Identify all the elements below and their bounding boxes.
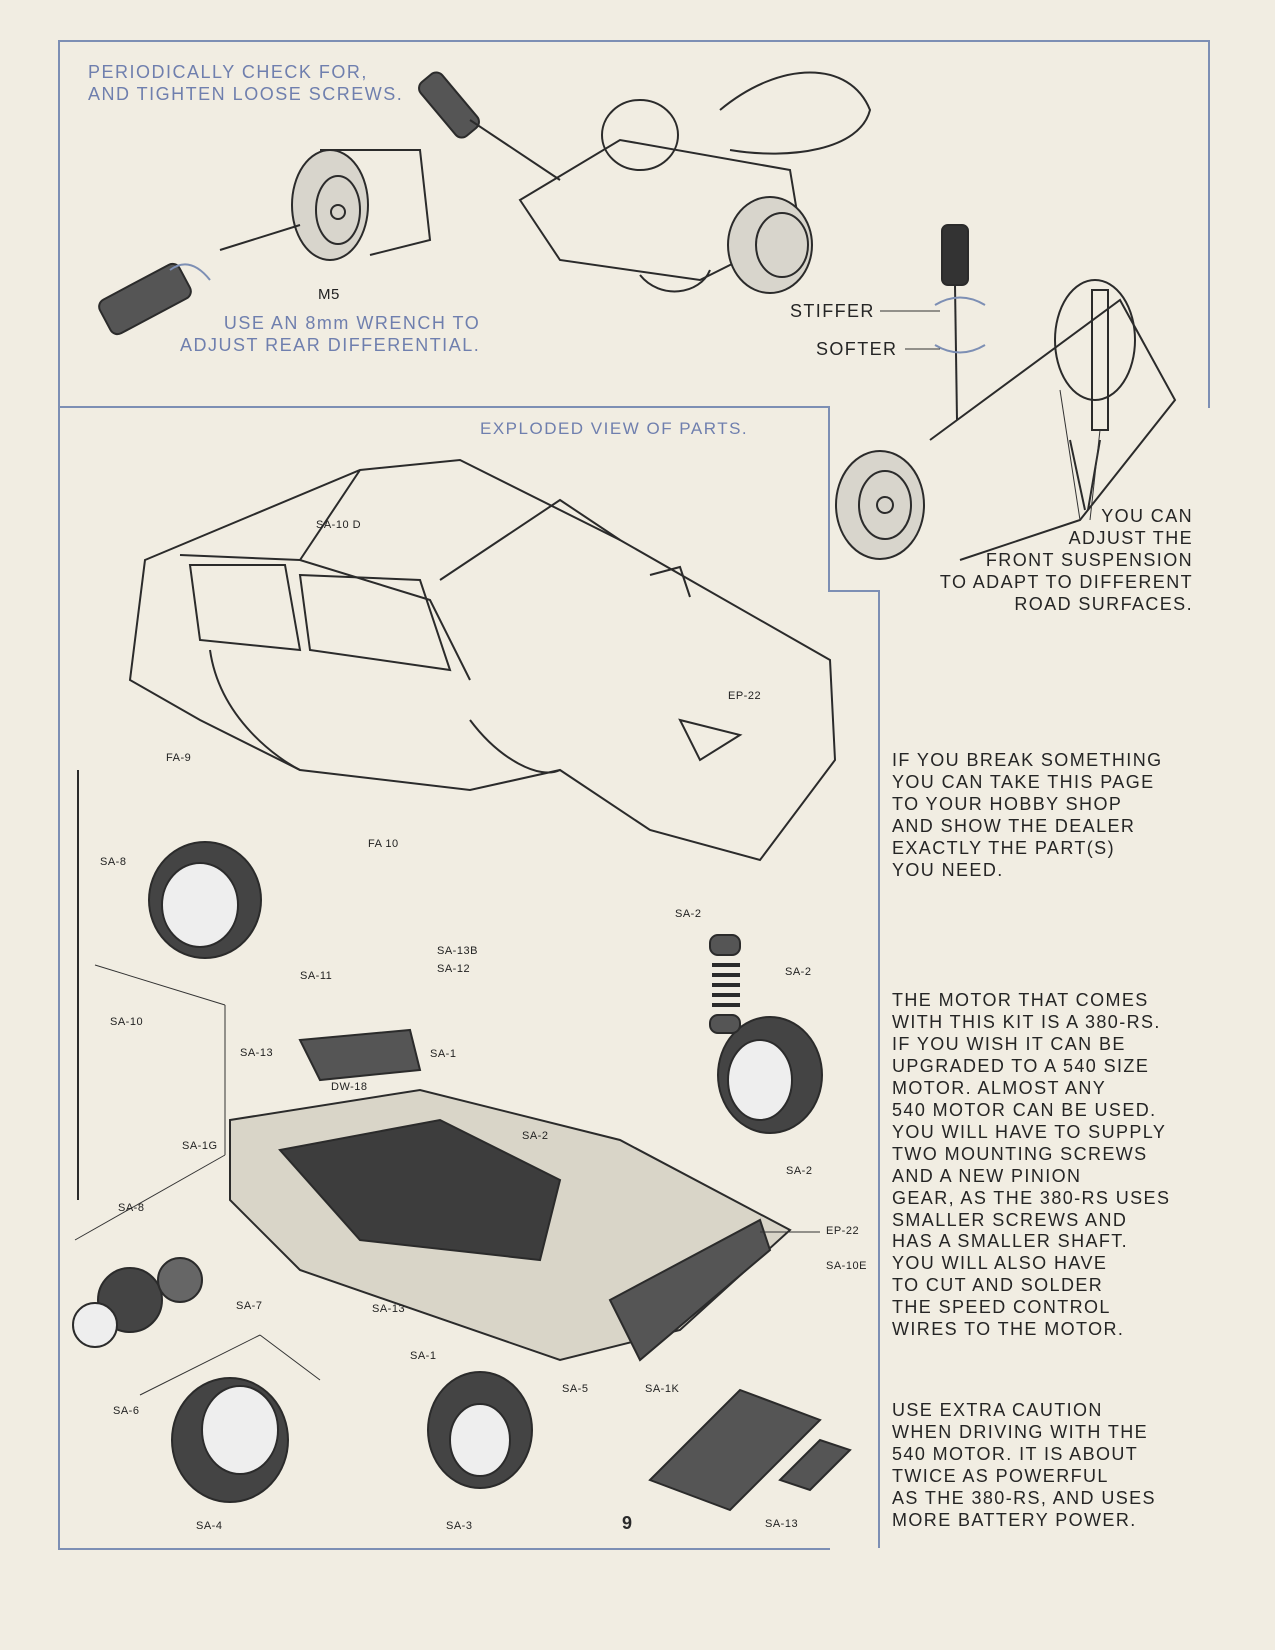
- check-screws-note: PERIODICALLY CHECK FOR, AND TIGHTEN LOOS…: [88, 62, 404, 104]
- rear-differential-drawing: [98, 149, 432, 336]
- label-sa13-bottom: SA-13: [765, 1518, 799, 1530]
- stiffer-label: STIFFER: [790, 301, 875, 321]
- label-sa8-mid: SA-8: [118, 1202, 145, 1214]
- page-number: 9: [622, 1513, 633, 1533]
- chassis-hand-drawing: [518, 71, 872, 294]
- label-sa2-top: SA-2: [675, 908, 702, 920]
- mid-divider: [828, 406, 830, 590]
- label-sa11: SA-11: [300, 970, 333, 982]
- break-note: IF YOU BREAK SOMETHING YOU CAN TAKE THIS…: [892, 750, 1163, 880]
- label-sa1g: SA-1G: [182, 1140, 218, 1152]
- label-sa1-bottom: SA-1: [410, 1350, 437, 1362]
- caution-note: USE EXTRA CAUTION WHEN DRIVING WITH THE …: [892, 1400, 1156, 1530]
- label-sa1-top: SA-1: [430, 1048, 457, 1060]
- label-sa2-lower: SA-2: [786, 1165, 813, 1177]
- label-sa13-left: SA-13: [240, 1047, 274, 1059]
- mid-divider-h: [828, 590, 880, 592]
- spring-drawing: [709, 934, 741, 1034]
- wrench-note: USE AN 8mm WRENCH TO ADJUST REAR DIFFERE…: [180, 313, 481, 355]
- label-sa13-mid: SA-13: [372, 1303, 406, 1315]
- screwdriver-icon: [418, 71, 561, 181]
- motor-note: THE MOTOR THAT COMES WITH THIS KIT IS A …: [892, 990, 1171, 1340]
- right-divider: [878, 590, 880, 1548]
- label-sa2-right: SA-2: [785, 966, 812, 978]
- softer-label: SOFTER: [816, 339, 898, 359]
- chassis-drawing: [229, 1028, 792, 1362]
- label-sa10: SA-10: [110, 1016, 144, 1028]
- label-sa3: SA-3: [446, 1520, 473, 1532]
- car-body-drawing: [128, 458, 837, 862]
- label-sa13b: SA-13B: [437, 945, 478, 957]
- label-sa8-top: SA-8: [100, 856, 127, 868]
- label-ep22-right: EP-22: [826, 1225, 860, 1237]
- label-sa7: SA-7: [236, 1300, 263, 1312]
- exploded-frame: [58, 406, 830, 1550]
- label-sa6: SA-6: [113, 1405, 140, 1417]
- suspension-note: YOU CAN ADJUST THE FRONT SUSPENSION TO A…: [939, 506, 1193, 614]
- label-dw18: DW-18: [331, 1081, 368, 1093]
- label-sa5: SA-5: [562, 1383, 589, 1395]
- label-sa4: SA-4: [196, 1520, 223, 1532]
- front-suspension-drawing: [835, 224, 1177, 561]
- label-sa2-mid: SA-2: [522, 1130, 549, 1142]
- label-sa10d: SA-10 D: [316, 519, 362, 531]
- top-frame: [58, 40, 1210, 408]
- label-sa12: SA-12: [437, 963, 471, 975]
- label-ep22-top: EP-22: [728, 690, 762, 702]
- label-fa10: FA 10: [368, 838, 399, 850]
- label-sa10e: SA-10E: [826, 1260, 867, 1272]
- m5-label: M5: [318, 286, 340, 303]
- label-fa9: FA-9: [166, 752, 192, 764]
- label-sa1k: SA-1K: [645, 1383, 680, 1395]
- exploded-title: EXPLODED VIEW OF PARTS.: [480, 419, 749, 438]
